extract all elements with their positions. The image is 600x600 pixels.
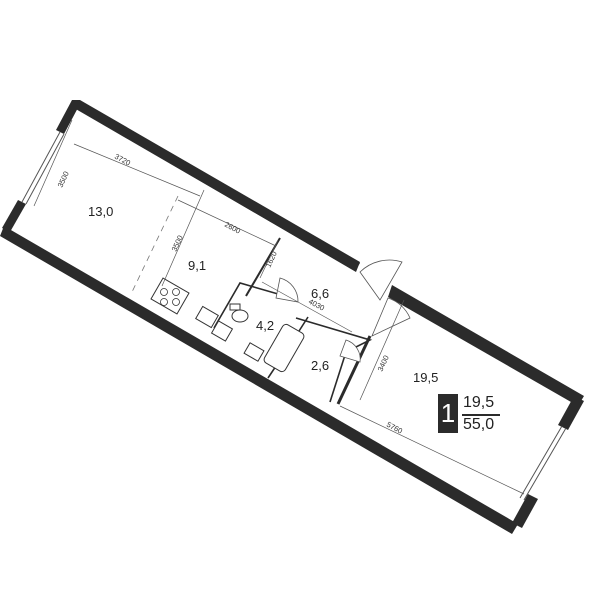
wc-wall: [329, 351, 347, 403]
outer-wall-left: [56, 100, 80, 134]
burner-1: [160, 288, 168, 296]
burner-3: [160, 298, 168, 306]
dim-1620: 1620: [264, 250, 279, 269]
bedroom-wall: [336, 335, 372, 405]
area-divider: [462, 414, 500, 416]
outer-wall-top-right: [388, 285, 584, 406]
dim-line-3720: [73, 143, 201, 197]
bathtub: [263, 323, 305, 373]
living-area-value: 19,5: [463, 394, 495, 411]
toilet-tank: [229, 303, 241, 311]
outer-wall-right-lower: [512, 494, 538, 528]
outer-wall-left-lower: [2, 200, 26, 232]
dim-line-4030: [261, 281, 353, 333]
entrance-door-swing: [359, 259, 403, 301]
outer-wall-right: [558, 396, 584, 430]
dim-2600: 2600: [223, 220, 242, 236]
outer-wall-top: [74, 100, 360, 271]
room-area-hall: 6,6: [311, 286, 329, 301]
window-left-inner: [25, 133, 65, 205]
dim-3500a: 3500: [56, 170, 71, 189]
room-area-living: 13,0: [88, 204, 113, 219]
stove: [150, 277, 190, 315]
bath-wall: [213, 282, 286, 329]
bath-sink: [243, 342, 265, 362]
kitchen-divider: [131, 195, 179, 293]
burner-4: [172, 298, 180, 306]
wc-sink-small: [210, 320, 234, 342]
window-left: [21, 131, 61, 203]
outer-wall-bottom: [0, 226, 518, 534]
window-right-inner: [523, 427, 567, 501]
dim-line-3400: [359, 299, 405, 401]
wc-door-swing: [339, 339, 361, 363]
dim-line-3500b: [161, 189, 205, 287]
bath-door-swing: [275, 277, 299, 303]
kitchen-sink: [195, 305, 219, 329]
room-area-wc: 2,6: [311, 358, 329, 373]
dim-3400: 3400: [376, 354, 391, 373]
room-count-badge: [438, 394, 458, 433]
room-area-kitchen: 9,1: [188, 258, 206, 273]
room-area-bath: 4,2: [256, 318, 274, 333]
window-right: [519, 425, 563, 499]
room-area-bedroom: 19,5: [413, 370, 438, 385]
dim-line-3500a: [33, 119, 73, 207]
total-area-value: 55,0: [463, 416, 495, 433]
dim-3500b: 3500: [170, 234, 185, 253]
dim-line-1620: [259, 239, 279, 279]
dim-5760: 5760: [385, 420, 404, 436]
hall-wall: [295, 317, 373, 353]
dim-3720: 3720: [113, 152, 132, 168]
dim-line-5760: [339, 405, 525, 495]
burner-2: [172, 288, 180, 296]
room-count: 1: [440, 398, 456, 428]
toilet: [231, 309, 249, 323]
dim-line-2600: [177, 199, 277, 247]
